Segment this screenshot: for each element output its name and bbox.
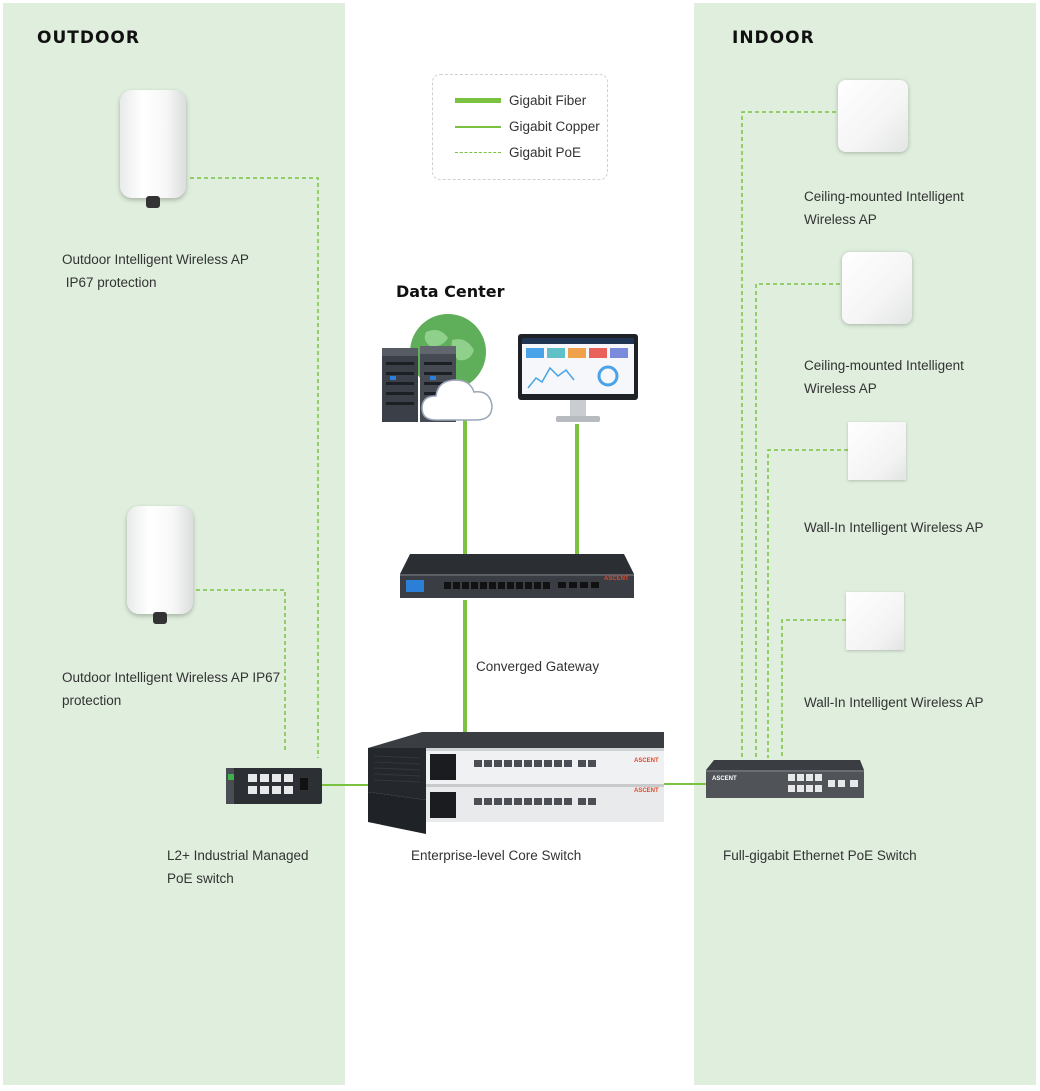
core-switch-device: ASCENT ASCENT	[368, 732, 664, 834]
core-switch-brand-text-2: ASCENT	[634, 788, 659, 794]
outdoor-ap-2-icon	[127, 506, 193, 624]
poe-switch-brand-text: ASCENT	[712, 776, 737, 782]
legend-fiber-swatch	[455, 98, 501, 103]
indoor-heading: INDOOR	[732, 28, 815, 48]
poe-link-wall-ap-1	[767, 449, 848, 758]
wall-ap-2-icon	[846, 592, 904, 650]
ceiling-ap-2-icon	[842, 252, 912, 324]
ceiling-ap-1-label: Ceiling-mounted Intelligent Wireless AP	[804, 185, 964, 231]
legend-poe: Gigabit PoE	[455, 143, 605, 163]
ceiling-ap-1-label-line1: Ceiling-mounted Intelligent	[804, 189, 964, 204]
wall-ap-1-icon	[848, 422, 906, 480]
industrial-switch-device	[226, 768, 322, 804]
data-center-servers-icon	[382, 314, 493, 422]
outdoor-ap-2-label: Outdoor Intelligent Wireless AP IP67 pro…	[62, 666, 280, 712]
wall-ap-2-label: Wall-In Intelligent Wireless AP	[804, 695, 984, 710]
core-switch-label: Enterprise-level Core Switch	[411, 848, 582, 863]
legend-fiber: Gigabit Fiber	[455, 91, 605, 111]
wall-ap-1-label: Wall-In Intelligent Wireless AP	[804, 520, 984, 535]
outdoor-ap-2-label-line2: protection	[62, 693, 122, 708]
legend-copper-swatch	[455, 126, 501, 128]
legend: Gigabit Fiber Gigabit Copper Gigabit PoE	[432, 74, 608, 180]
poe-link-outdoor-ap-1	[190, 177, 319, 758]
poe-link-outdoor-ap-2	[196, 589, 286, 752]
industrial-switch-label-line2: PoE switch	[167, 871, 234, 886]
legend-fiber-label: Gigabit Fiber	[509, 93, 587, 108]
poe-switch-label: Full-gigabit Ethernet PoE Switch	[723, 848, 917, 863]
poe-switch-device: ASCENT	[706, 760, 864, 798]
industrial-switch-label-line1: L2+ Industrial Managed	[167, 848, 309, 863]
ceiling-ap-1-icon	[838, 80, 908, 152]
data-center-title: Data Center	[396, 282, 505, 301]
ceiling-ap-2-label-line2: Wireless AP	[804, 381, 877, 396]
indoor-panel	[694, 3, 1036, 1085]
outdoor-ap-1-icon	[120, 90, 186, 208]
legend-poe-label: Gigabit PoE	[509, 145, 582, 160]
gateway-brand-text: ASCENT	[604, 576, 629, 582]
ceiling-ap-2-label-line1: Ceiling-mounted Intelligent	[804, 358, 964, 373]
outdoor-ap-1-label-line1: Outdoor Intelligent Wireless AP	[62, 252, 249, 267]
monitor-icon	[518, 334, 638, 422]
antenna-connector-icon	[146, 196, 160, 208]
cloud-icon	[421, 379, 493, 421]
converged-gateway-label: Converged Gateway	[476, 659, 600, 674]
outdoor-ap-1-label-line2: IP67 protection	[62, 275, 157, 290]
poe-link-ceiling-ap-2	[755, 283, 840, 758]
converged-gateway-device: ASCENT	[400, 554, 634, 598]
core-switch-brand-text: ASCENT	[634, 758, 659, 764]
legend-copper: Gigabit Copper	[455, 117, 605, 137]
legend-poe-swatch	[455, 152, 501, 153]
poe-link-wall-ap-2	[781, 619, 846, 758]
poe-link-ceiling-ap-1	[741, 111, 836, 758]
outdoor-heading: OUTDOOR	[37, 28, 140, 48]
industrial-switch-label: L2+ Industrial Managed PoE switch	[167, 844, 308, 890]
ceiling-ap-2-label: Ceiling-mounted Intelligent Wireless AP	[804, 354, 964, 400]
outdoor-ap-2-label-line1: Outdoor Intelligent Wireless AP IP67	[62, 670, 281, 685]
legend-copper-label: Gigabit Copper	[509, 119, 600, 134]
antenna-connector-icon-2	[153, 612, 167, 624]
outdoor-ap-1-label: Outdoor Intelligent Wireless AP IP67 pro…	[62, 248, 249, 294]
ceiling-ap-1-label-line2: Wireless AP	[804, 212, 877, 227]
